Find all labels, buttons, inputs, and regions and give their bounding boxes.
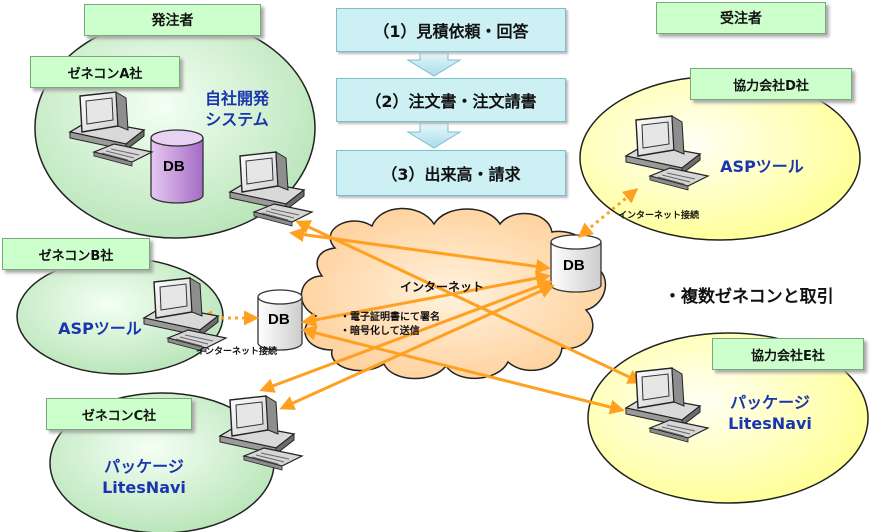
internet-label: インターネット bbox=[400, 280, 485, 294]
system-asp-d: ASPツール bbox=[720, 157, 804, 176]
security-note-signature: ・電子証明書にて署名 bbox=[340, 312, 440, 323]
step-3: （3）出来高・請求 bbox=[336, 150, 566, 196]
company-sub-d: 協力会社D社 bbox=[690, 68, 852, 100]
system-asp-b: ASPツール bbox=[58, 319, 142, 338]
internet-connection-b: インターネット接続 bbox=[196, 347, 278, 357]
company-sub-e: 協力会社E社 bbox=[712, 338, 864, 370]
db-purple-a bbox=[150, 129, 204, 204]
contractor-label: 受注者 bbox=[656, 2, 826, 34]
system-pkg-c: パッケージ LitesNavi bbox=[92, 456, 196, 498]
system-pkg-e-line1: パッケージ bbox=[730, 393, 810, 412]
security-notes: ・電子証明書にて署名 ・暗号化して送信 bbox=[340, 311, 440, 339]
step-1: （1）見積依頼・回答 bbox=[336, 8, 566, 52]
db-label-b: DB bbox=[268, 311, 290, 328]
step-2: （2）注文書・注文請書 bbox=[336, 78, 566, 122]
system-pkg-c-line2: LitesNavi bbox=[102, 478, 186, 497]
internet-connection-d: インターネット接続 bbox=[618, 211, 700, 221]
company-gc-c: ゼネコンC社 bbox=[46, 398, 192, 430]
feature-note: ・複数ゼネコンと取引 bbox=[664, 287, 834, 307]
step-arrow-1 bbox=[406, 51, 462, 77]
system-pkg-e: パッケージ LitesNavi bbox=[718, 392, 822, 434]
db-label-a: DB bbox=[163, 158, 185, 175]
system-pkg-e-line2: LitesNavi bbox=[728, 414, 812, 433]
system-pkg-c-line1: パッケージ bbox=[104, 457, 184, 476]
company-gc-b: ゼネコンB社 bbox=[2, 238, 150, 270]
flow-c-hub-2 bbox=[259, 279, 553, 393]
dotted-link-d bbox=[577, 188, 639, 238]
orderer-label: 発注者 bbox=[84, 4, 261, 36]
db-label-hub: DB bbox=[563, 257, 585, 274]
step-arrow-2 bbox=[406, 122, 462, 149]
system-in-house-line2: システム bbox=[205, 110, 269, 129]
security-note-encryption: ・暗号化して送信 bbox=[340, 326, 420, 337]
system-in-house-line1: 自社開発 bbox=[204, 89, 269, 108]
company-gc-a: ゼネコンA社 bbox=[30, 56, 180, 88]
system-in-house: 自社開発 システム bbox=[194, 88, 280, 130]
